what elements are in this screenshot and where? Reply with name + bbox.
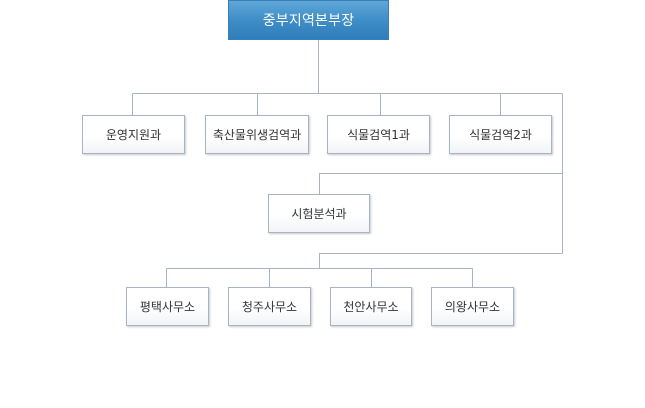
connector-office-drop bbox=[319, 253, 563, 269]
division-node-4[interactable]: 식물검역2과 bbox=[449, 115, 552, 154]
office-node-4[interactable]: 의왕사무소 bbox=[431, 287, 514, 326]
office-node-3[interactable]: 천안사무소 bbox=[330, 287, 412, 326]
division-node-1[interactable]: 운영지원과 bbox=[82, 115, 185, 154]
root-node[interactable]: 중부지역본부장 bbox=[228, 0, 389, 40]
office-node-2[interactable]: 청주사무소 bbox=[228, 287, 311, 326]
division-node-3[interactable]: 식물검역1과 bbox=[327, 115, 430, 154]
office-node-1[interactable]: 평택사무소 bbox=[126, 287, 209, 326]
division-node-2[interactable]: 축산물위생검역과 bbox=[205, 115, 309, 154]
connector-lab bbox=[319, 173, 563, 194]
lab-node[interactable]: 시험분석과 bbox=[268, 194, 370, 233]
